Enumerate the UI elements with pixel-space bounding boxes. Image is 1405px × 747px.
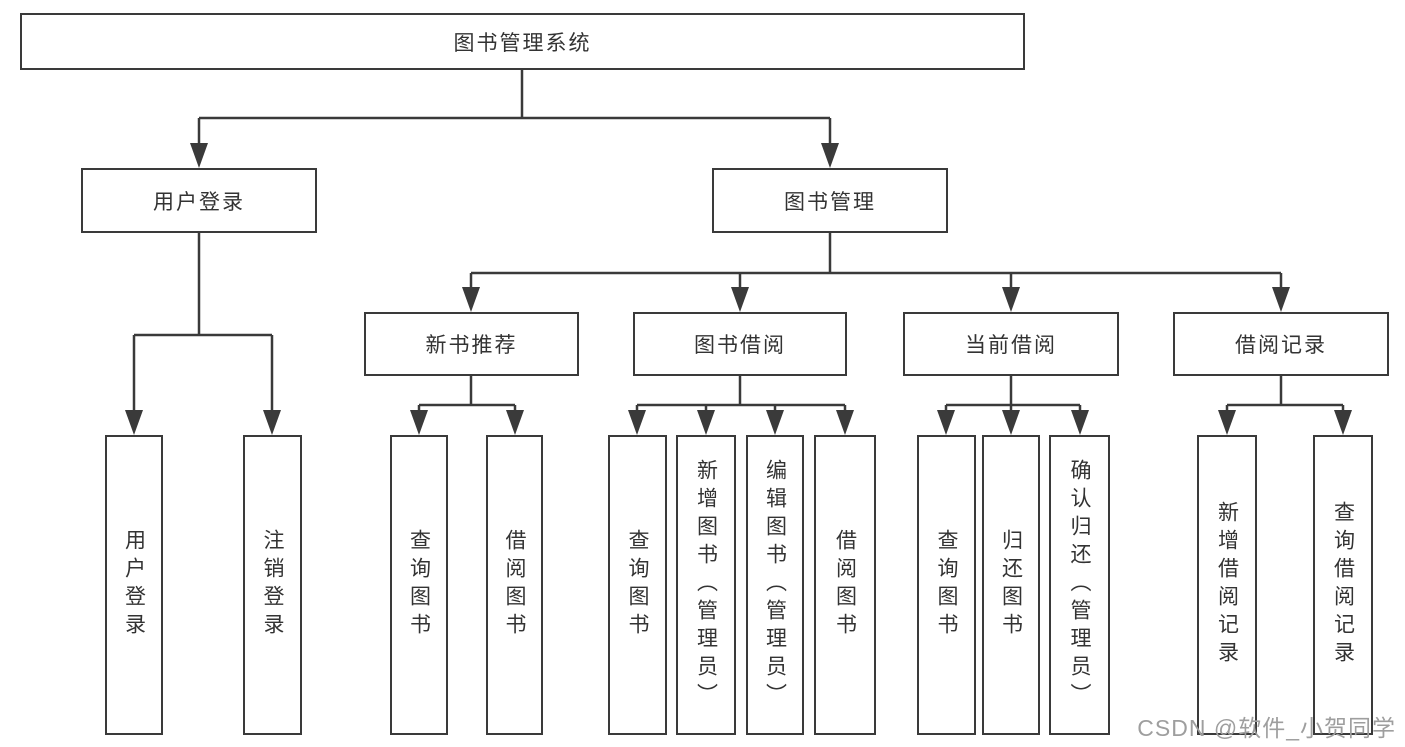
node-cur-query-books: 查询图书 [917, 435, 976, 735]
node-current-borrowing: 当前借阅 [903, 312, 1119, 376]
node-cur-query-books-label: 查询图书 [935, 529, 958, 641]
node-cur-return-books-label: 归还图书 [999, 529, 1023, 641]
node-nb-query-books: 查询图书 [390, 435, 448, 735]
arrowhead-icon [821, 143, 839, 168]
node-new-book-recommend: 新书推荐 [364, 312, 579, 376]
arrowhead-icon [462, 287, 480, 312]
arrowhead-icon [766, 410, 784, 435]
node-nb-borrow-books: 借阅图书 [486, 435, 543, 735]
arrowhead-icon [506, 410, 524, 435]
arrowhead-icon [697, 410, 715, 435]
connector-borrow-group [635, 376, 847, 418]
node-bw-add-books-admin-label: 新增图书（管理员） [694, 459, 718, 711]
arrowhead-icon [190, 143, 208, 168]
node-new-book-recommend-label: 新书推荐 [425, 334, 518, 357]
node-rec-add-record-label: 新增借阅记录 [1215, 501, 1239, 669]
arrowhead-icon [1002, 287, 1020, 312]
arrowhead-icon [836, 410, 854, 435]
node-book-management-label: 图书管理 [784, 190, 876, 214]
node-cur-return-books: 归还图书 [982, 435, 1040, 735]
node-borrowing-records: 借阅记录 [1173, 312, 1389, 376]
node-bw-query-books: 查询图书 [608, 435, 667, 735]
arrowheads [125, 143, 1352, 435]
node-user-login: 用户登录 [81, 168, 317, 233]
node-current-borrowing-label: 当前借阅 [965, 334, 1057, 357]
node-rec-query-record-label: 查询借阅记录 [1331, 501, 1355, 669]
node-bw-borrow-books-label: 借阅图书 [833, 529, 857, 641]
node-nb-query-books-label: 查询图书 [407, 529, 431, 641]
connector-mgmt-group [469, 233, 1283, 294]
node-bw-edit-books-admin: 编辑图书（管理员） [746, 435, 804, 735]
node-cur-confirm-return-admin-label: 确认归还（管理员） [1068, 459, 1091, 711]
node-login-user-login-label: 用户登录 [122, 529, 146, 641]
arrowhead-icon [263, 410, 281, 435]
connector-records-group [1225, 376, 1345, 418]
arrowhead-icon [125, 410, 143, 435]
arrowhead-icon [937, 410, 955, 435]
arrowhead-icon [410, 410, 428, 435]
arrowhead-icon [1218, 410, 1236, 435]
node-root: 图书管理系统 [20, 13, 1025, 70]
arrowhead-icon [1272, 287, 1290, 312]
node-bw-query-books-label: 查询图书 [626, 529, 649, 641]
node-book-borrowing: 图书借阅 [633, 312, 847, 376]
node-user-login-label: 用户登录 [153, 190, 245, 214]
node-bw-add-books-admin: 新增图书（管理员） [676, 435, 736, 735]
arrowhead-icon [628, 410, 646, 435]
node-bw-borrow-books: 借阅图书 [814, 435, 876, 735]
watermark-text: CSDN @软件_小贺同学 [1137, 715, 1396, 741]
connector-root [197, 70, 832, 150]
arrowhead-icon [1334, 410, 1352, 435]
node-book-borrowing-label: 图书借阅 [694, 334, 786, 357]
connector-login-group [132, 233, 274, 418]
node-cur-confirm-return-admin: 确认归还（管理员） [1049, 435, 1110, 735]
node-book-management: 图书管理 [712, 168, 948, 233]
node-login-user-login: 用户登录 [105, 435, 163, 735]
node-nb-borrow-books-label: 借阅图书 [503, 529, 526, 641]
arrowhead-icon [731, 287, 749, 312]
node-rec-query-record: 查询借阅记录 [1313, 435, 1373, 735]
node-bw-edit-books-admin-label: 编辑图书（管理员） [763, 459, 787, 711]
node-root-label: 图书管理系统 [453, 31, 592, 55]
node-login-logout: 注销登录 [243, 435, 302, 735]
connector-newbook-group [417, 376, 517, 418]
arrowhead-icon [1071, 410, 1089, 435]
node-rec-add-record: 新增借阅记录 [1197, 435, 1257, 735]
arrowhead-icon [1002, 410, 1020, 435]
node-borrowing-records-label: 借阅记录 [1235, 334, 1327, 357]
node-login-logout-label: 注销登录 [261, 529, 284, 641]
